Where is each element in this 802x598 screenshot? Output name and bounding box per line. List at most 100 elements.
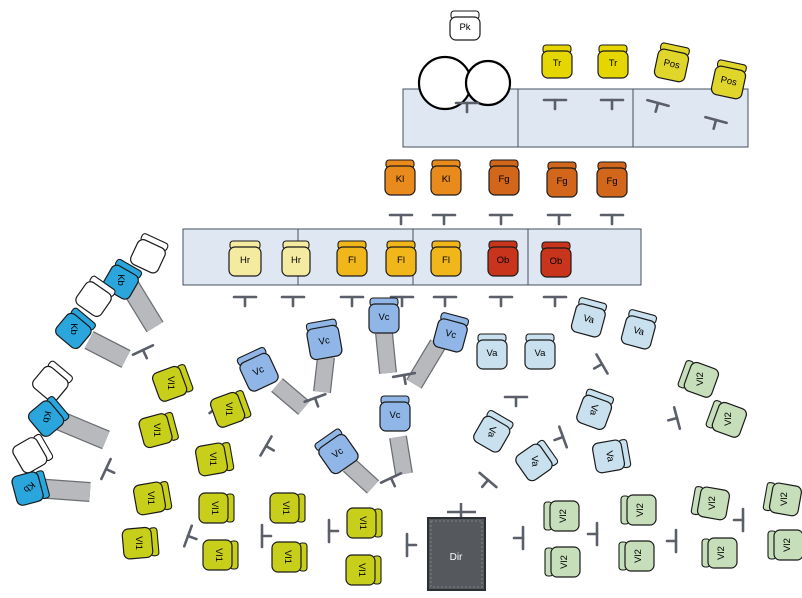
chair-violin2: Vl2 (618, 540, 655, 572)
chair-viola: Va (524, 333, 556, 370)
podium-box (427, 517, 486, 591)
chair-violin2: Vl2 (544, 546, 581, 578)
chair-label: Vl1 (213, 548, 224, 562)
music-stand-icon (665, 528, 678, 554)
chair-label: Va (582, 313, 596, 327)
empty-chair (75, 275, 116, 317)
empty-chair (12, 433, 54, 474)
cello-extension-bar (376, 332, 396, 374)
chair-label: Kl (442, 174, 450, 185)
chair-violin1: Vl1 (209, 389, 252, 428)
chair-label: Kb (68, 323, 79, 335)
music-stand-icon (542, 295, 568, 308)
music-stand-icon (432, 295, 458, 308)
chair-label: Va (587, 403, 600, 416)
chair-label: Vl1 (282, 550, 293, 564)
chair-viola: Va (592, 439, 632, 474)
chair-label: Vc (378, 312, 389, 323)
music-stand-icon (586, 521, 599, 547)
chair-label: Vl1 (133, 536, 144, 550)
chair-label: Va (485, 425, 498, 438)
music-stand-icon (478, 471, 498, 489)
chair-violin2: Vl2 (543, 500, 580, 532)
bass-extension-bar (85, 332, 130, 367)
chair-label: Vl1 (209, 501, 220, 515)
chair-trombone: Pos (710, 59, 747, 100)
music-stand-icon (488, 213, 514, 226)
chair-label: Vl1 (207, 452, 218, 466)
chair-label: Hr (291, 255, 301, 266)
music-stand-icon (280, 295, 306, 308)
chair-label: Kb (115, 274, 126, 286)
cello-extension-bar (390, 435, 412, 476)
music-stand-icon (131, 344, 155, 360)
chair-cello: Vc (379, 395, 411, 432)
music-stand-icon (379, 472, 403, 488)
timpani-drum (464, 59, 512, 107)
risers-layer (182, 55, 749, 286)
chair-oboe: Ob (487, 240, 519, 277)
timpani-drum (417, 55, 473, 111)
music-stand-icon (592, 353, 609, 375)
riser (632, 88, 749, 148)
riser (517, 88, 634, 148)
chair-label: Kb (40, 410, 53, 423)
music-stand-icon (391, 371, 417, 386)
music-stand-icon (100, 457, 116, 481)
chair-horn: Kl (430, 159, 462, 196)
chair-label: Vl2 (633, 549, 644, 563)
empty-chair (130, 233, 169, 274)
chair-label: Vl2 (635, 503, 646, 517)
chair-violin2: Vl2 (767, 529, 802, 561)
chair-label: Vl1 (145, 491, 156, 505)
chair-violin1: Vl1 (195, 442, 235, 477)
music-stand-icon (431, 213, 457, 226)
chair-viola: Va (620, 309, 658, 350)
chair-label: Va (487, 348, 499, 359)
chair-trombone: Pos (653, 42, 690, 83)
chair-violin1: Vl1 (346, 507, 383, 539)
conductor-podium: Dir (427, 503, 486, 591)
chair-flute: Fl (430, 240, 462, 277)
chair-cello: Vc (305, 318, 343, 361)
music-stand-icon (327, 518, 340, 544)
chair-label: Ob (550, 256, 563, 267)
cello-extension-bar (407, 340, 445, 388)
chair-violin1: Vl1 (271, 541, 308, 573)
music-stand-icon (646, 98, 670, 113)
chair-label: Vl2 (716, 546, 727, 560)
chair-label: Va (529, 455, 541, 468)
chair-label: Vl1 (151, 423, 162, 437)
chair-double-bass: Kb (55, 307, 96, 350)
chair-bassoon: Fg (596, 161, 628, 198)
chair-viola: Va (476, 333, 508, 370)
music-stand-icon (259, 435, 276, 457)
chair-label: Vl2 (779, 492, 790, 506)
music-stand-icon (339, 295, 365, 308)
chair-trumpet: Tr (597, 44, 629, 79)
chair-violin1: Vl1 (151, 363, 194, 402)
chair-violin1: Vl1 (345, 554, 382, 586)
chair-trumpet: Tr (541, 44, 573, 79)
chair-label: Vl1 (165, 376, 176, 390)
chair-violin2: Vl2 (762, 482, 802, 517)
chair-label: Vl1 (356, 563, 367, 577)
chair-label: Vl2 (782, 538, 793, 552)
music-stand-icon (303, 392, 327, 408)
music-stand-icon (542, 98, 568, 111)
chair-label: Pos (663, 57, 682, 71)
chair-label: Vc (330, 445, 346, 461)
chair-label: Tr (609, 58, 618, 69)
cello-extension-bar (314, 356, 334, 393)
chair-violin2: Vl2 (690, 486, 730, 521)
chair-bassoon: Fg (488, 159, 520, 196)
chair-label: Fl (397, 255, 405, 266)
chair-label: Va (535, 348, 547, 359)
music-stand-icon (704, 115, 728, 130)
chair-label: Vc (251, 364, 266, 379)
chair-horn: Kl (384, 159, 416, 196)
chair-violin2: Vl2 (677, 359, 720, 398)
chair-violin1: Vl1 (269, 492, 306, 524)
chair-label: Vl1 (223, 402, 234, 416)
